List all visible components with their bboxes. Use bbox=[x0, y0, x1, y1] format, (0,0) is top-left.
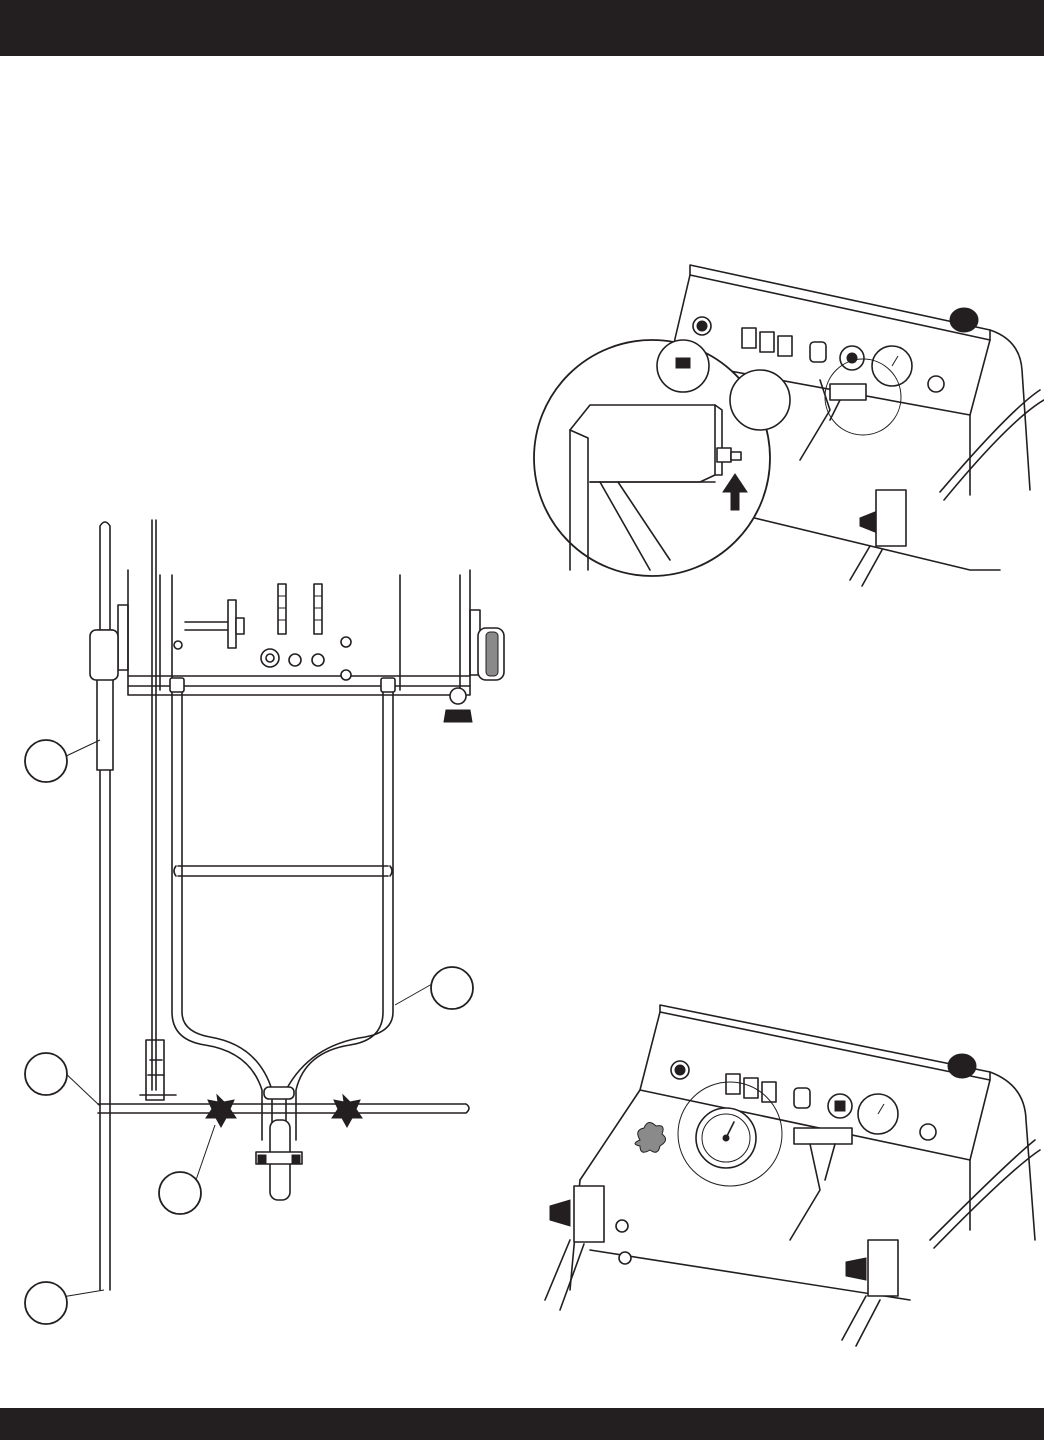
callout-1 bbox=[25, 740, 67, 782]
header-band bbox=[0, 0, 1044, 56]
handle-frame-right bbox=[296, 686, 383, 1140]
support-bar bbox=[98, 1104, 469, 1113]
clover-knob bbox=[635, 1122, 666, 1152]
callout-4 bbox=[159, 1172, 201, 1214]
cart-assembly-diagram bbox=[0, 500, 500, 1360]
star-knob-left bbox=[206, 1095, 236, 1127]
leveling-knob bbox=[444, 710, 472, 722]
control-panel-gauge-diagram bbox=[530, 1000, 1044, 1350]
left-side-wheel bbox=[90, 630, 118, 680]
antenna-rod bbox=[152, 520, 156, 1090]
hose bbox=[940, 390, 1044, 500]
control-panel-detail-diagram bbox=[530, 260, 1044, 590]
star-knob-right bbox=[332, 1095, 362, 1127]
panel-handle-block bbox=[830, 384, 866, 400]
cross-bar bbox=[174, 866, 392, 876]
callout-2 bbox=[25, 1053, 67, 1095]
handle-frame-left bbox=[172, 686, 262, 1140]
callout-5 bbox=[431, 967, 473, 1009]
panel-handle-block-2 bbox=[794, 1128, 852, 1144]
footer-band bbox=[0, 1408, 1044, 1440]
callout-3 bbox=[25, 1282, 67, 1324]
